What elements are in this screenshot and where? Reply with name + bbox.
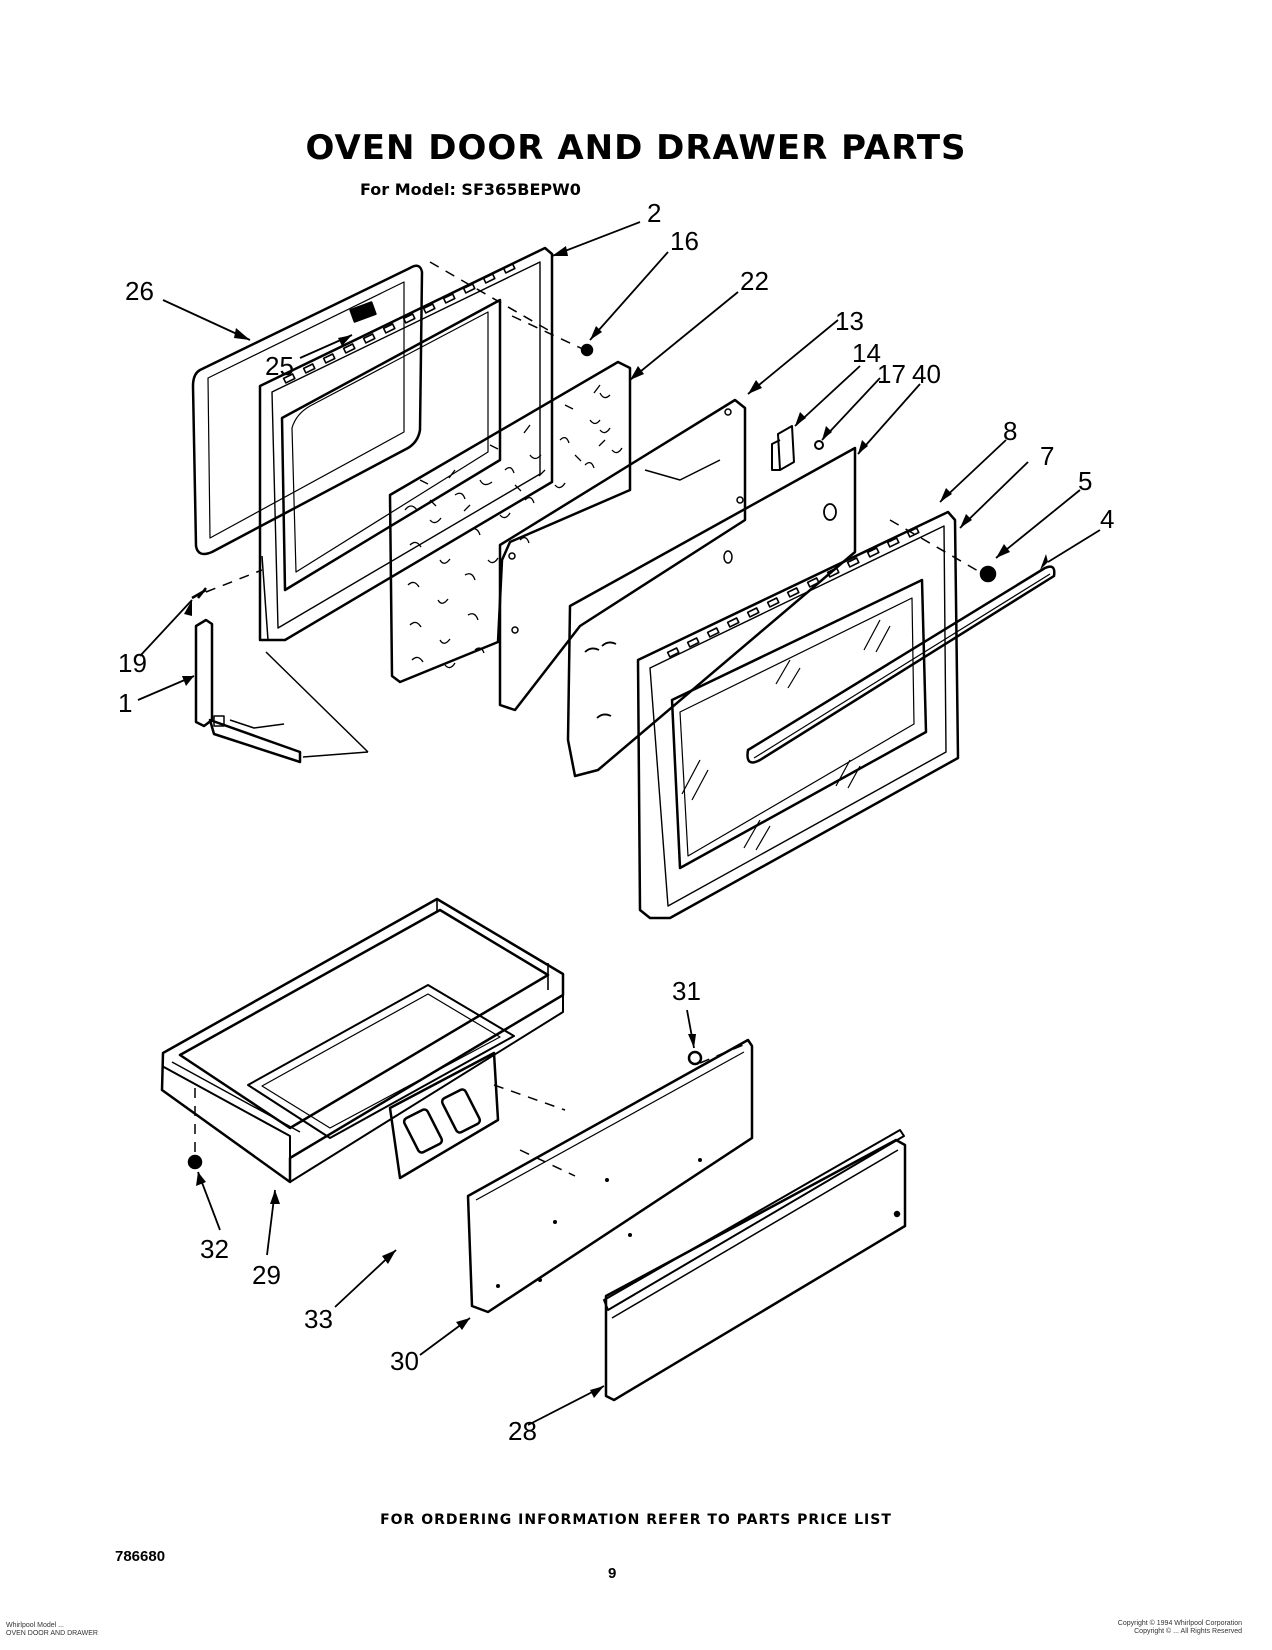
screw-16 bbox=[580, 343, 594, 357]
screw-31 bbox=[687, 1050, 703, 1066]
fine-print-right: Copyright © 1994 Whirlpool Corporation C… bbox=[1117, 1620, 1242, 1635]
callout-arrows bbox=[137, 221, 1101, 1426]
inner-door-frame bbox=[258, 246, 554, 642]
screw-32 bbox=[187, 1154, 203, 1170]
document-number: 786680 bbox=[115, 1548, 166, 1565]
door-handle bbox=[746, 565, 1056, 764]
hinge-bracket bbox=[771, 425, 795, 471]
drawer-body bbox=[160, 897, 565, 1184]
callout-33: 33 bbox=[304, 1304, 333, 1334]
door-baffle-panel bbox=[566, 446, 857, 778]
callout-1: 1 bbox=[118, 688, 132, 718]
assembly-lines bbox=[194, 261, 986, 1177]
callout-17: 17 bbox=[877, 359, 906, 389]
callout-25: 25 bbox=[265, 351, 294, 381]
callout-arrowheads bbox=[182, 246, 1048, 1398]
callout-19: 19 bbox=[118, 648, 147, 678]
callout-2: 2 bbox=[647, 198, 661, 228]
callout-30: 30 bbox=[390, 1346, 419, 1376]
page-number: 9 bbox=[608, 1565, 617, 1582]
ordering-note: FOR ORDERING INFORMATION REFER TO PARTS … bbox=[380, 1512, 892, 1528]
callout-22: 22 bbox=[740, 266, 769, 296]
model-number: SF365BEPW0 bbox=[461, 180, 581, 199]
callout-16: 16 bbox=[670, 226, 699, 256]
callout-13: 13 bbox=[835, 306, 864, 336]
callout-5: 5 bbox=[1078, 466, 1092, 496]
door-gasket bbox=[191, 264, 424, 556]
callout-labels: 2 16 26 25 22 13 14 17 40 8 7 5 4 19 1 3… bbox=[118, 198, 1114, 1446]
screw-17 bbox=[814, 440, 824, 450]
callout-7: 7 bbox=[1040, 441, 1054, 471]
door-hinge bbox=[194, 618, 302, 764]
callout-40: 40 bbox=[912, 359, 941, 389]
page-title: OVEN DOOR AND DRAWER PARTS bbox=[305, 128, 967, 168]
callout-26: 26 bbox=[125, 276, 154, 306]
drawer-bracket bbox=[388, 1051, 500, 1180]
handle-screw bbox=[979, 565, 997, 583]
drawer-front bbox=[603, 1129, 907, 1402]
callout-14: 14 bbox=[852, 338, 881, 368]
callout-31: 31 bbox=[672, 976, 701, 1006]
door-shield-panel bbox=[498, 398, 747, 712]
model-line: For Model: SF365BEPW0 bbox=[360, 180, 581, 199]
screw-19 bbox=[191, 587, 207, 600]
leader-lines bbox=[265, 651, 369, 758]
callout-8: 8 bbox=[1003, 416, 1017, 446]
callout-32: 32 bbox=[200, 1234, 229, 1264]
outer-door-frame bbox=[636, 510, 960, 920]
callout-4: 4 bbox=[1100, 504, 1114, 534]
door-clip bbox=[349, 301, 377, 323]
callout-29: 29 bbox=[252, 1260, 281, 1290]
door-insulation bbox=[388, 360, 632, 684]
callout-28: 28 bbox=[508, 1416, 537, 1446]
fine-print-left: Whirlpool Model ... OVEN DOOR AND DRAWER bbox=[6, 1622, 98, 1637]
model-label: For Model: bbox=[360, 180, 456, 199]
drawer-inner-panel bbox=[466, 1038, 754, 1314]
